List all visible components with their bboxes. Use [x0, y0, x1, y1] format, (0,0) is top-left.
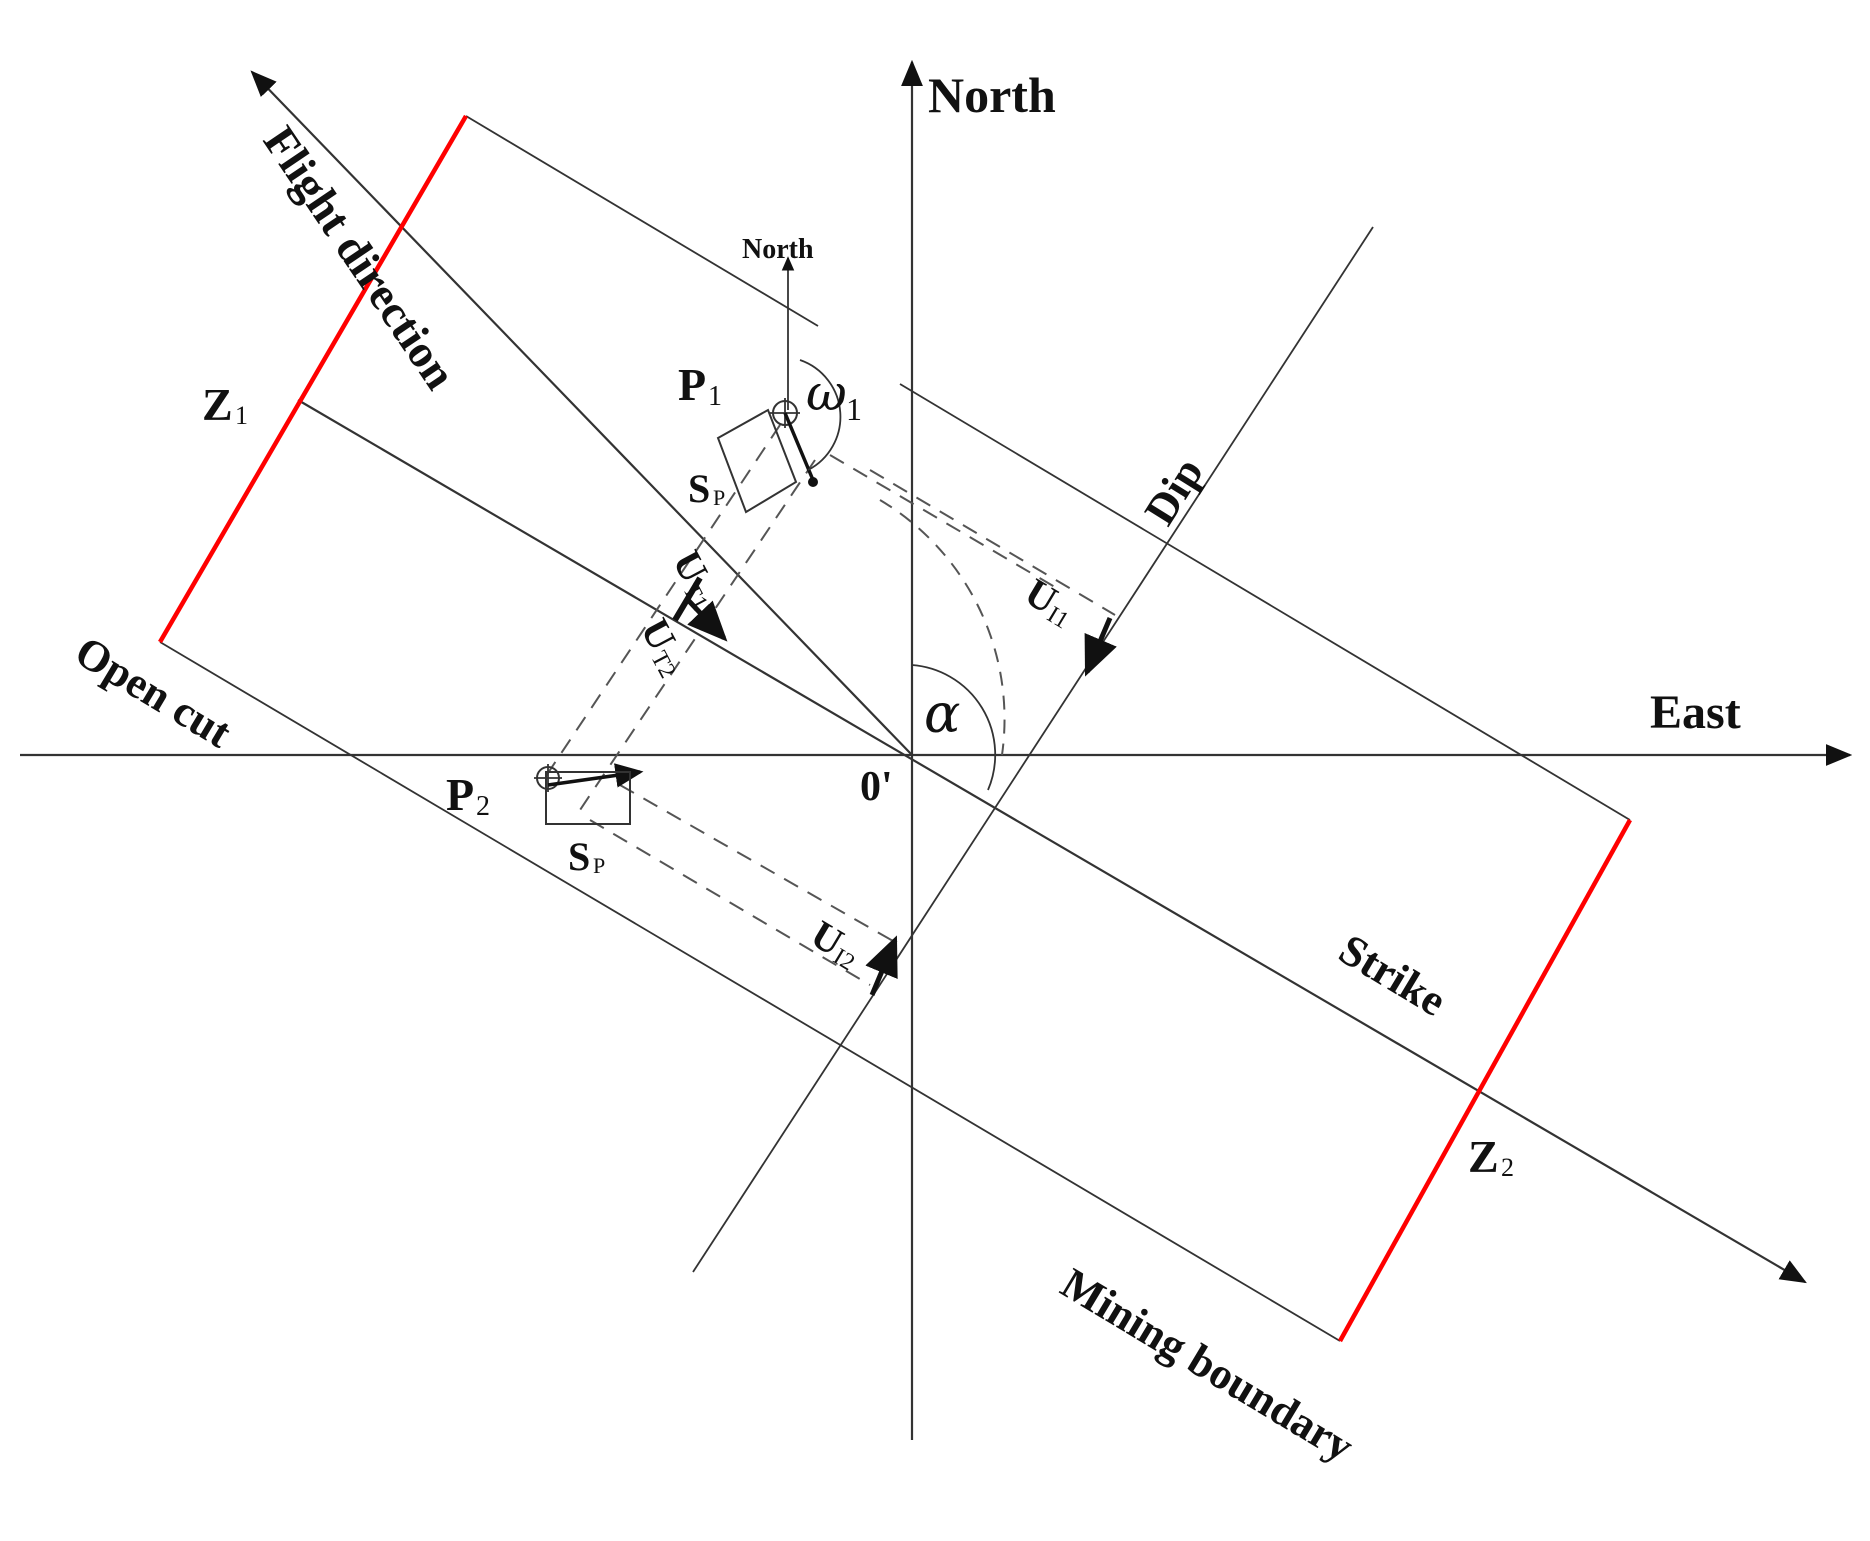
p1-sub: 1	[708, 381, 722, 412]
sp2-label: S	[568, 834, 590, 879]
flight-direction-line	[250, 70, 913, 756]
open-cut-line	[159, 641, 1341, 1342]
p2-heading-line	[547, 763, 644, 788]
ut-bar	[672, 576, 703, 622]
p1-heading-dot	[808, 477, 818, 487]
flight-direction-label: Flight direction	[254, 117, 467, 398]
sp1-box	[716, 408, 798, 514]
projection-dash-5	[539, 424, 781, 786]
mining-boundary-label: Mining boundary	[1053, 1259, 1362, 1472]
ut1-label: U T1	[664, 543, 717, 615]
ui1-label: U I1	[1017, 569, 1073, 634]
sp1-label: S	[688, 466, 710, 511]
east-label: East	[1650, 686, 1741, 739]
sp1-sub: P	[713, 485, 725, 510]
ui2-arrow	[865, 935, 898, 996]
strike-label: Strike	[1331, 925, 1455, 1026]
omega-label: ω	[806, 364, 847, 422]
mining-boundary-top	[465, 115, 819, 327]
p1-label: P	[678, 359, 706, 410]
z1-label: Z	[202, 379, 233, 430]
ut1-letter: U	[664, 543, 717, 590]
projection-dash-4	[589, 819, 871, 986]
alpha-label: α	[924, 682, 960, 745]
sp2-box	[545, 771, 631, 825]
dip-label: Dip	[1135, 449, 1213, 533]
alpha-angle-arc-solid	[911, 664, 997, 791]
origin-label: 0'	[860, 764, 893, 810]
omega-arc	[799, 359, 842, 471]
mining-boundary-top-right	[899, 383, 1631, 821]
open-cut-boundary-red	[158, 114, 468, 644]
alpha-angle-arc	[879, 499, 1006, 756]
north-small-label: North	[742, 234, 814, 265]
ut-arrow	[686, 598, 728, 642]
sp2-sub: P	[593, 853, 605, 878]
open-cut-label: Open cut	[67, 627, 240, 758]
z2-label: Z	[1468, 1131, 1499, 1182]
strike-line	[297, 399, 1807, 1284]
projection-dash-6	[579, 459, 816, 811]
mining-boundary-red	[1338, 818, 1632, 1343]
z2-sub: 2	[1501, 1153, 1514, 1182]
p2-label: P	[446, 769, 474, 820]
ui1-arrow	[1084, 617, 1117, 677]
dip-line	[692, 226, 1374, 1273]
projection-dash-2	[829, 454, 1061, 591]
omega-sub: 1	[846, 391, 862, 427]
projection-dash-1	[869, 469, 1116, 616]
north-main-label: North	[928, 67, 1056, 123]
z1-sub: 1	[235, 401, 248, 430]
p2-sub: 2	[476, 791, 490, 822]
